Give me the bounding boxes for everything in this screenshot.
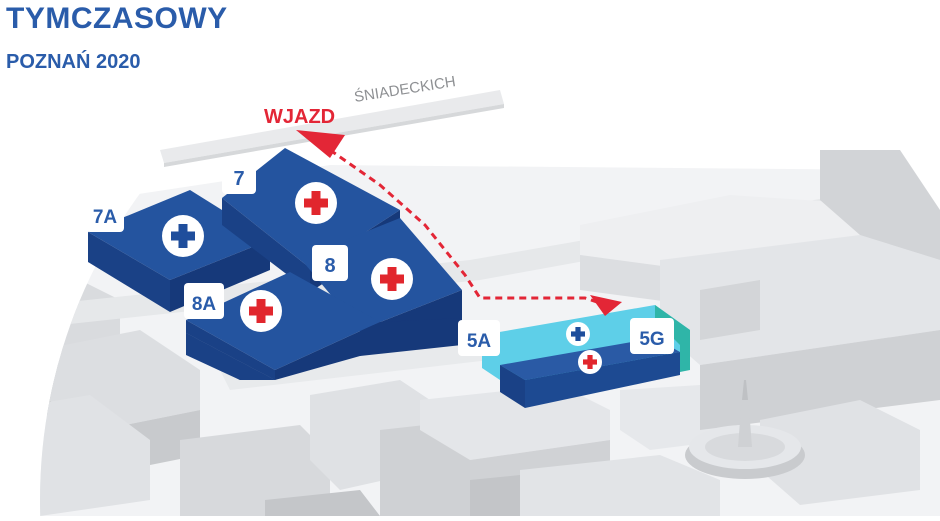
- red-cross-icon: [295, 182, 337, 224]
- page-subtitle: POZNAŃ 2020: [6, 51, 141, 73]
- label-7a: 7A: [86, 197, 124, 232]
- entrance-arrow: [296, 130, 345, 158]
- route-end-arrow: [590, 295, 622, 316]
- entrance-label: WJAZD: [264, 106, 335, 128]
- label-7: 7: [222, 158, 256, 194]
- svg-text:7A: 7A: [93, 207, 118, 228]
- red-cross-icon: [578, 350, 602, 374]
- street-sniadeckich: [160, 90, 504, 163]
- pavilion-8a[interactable]: [186, 272, 462, 380]
- red-cross-icon: [240, 290, 282, 332]
- blue-cross-icon: [566, 322, 590, 346]
- page-title: TYMCZASOWY: [6, 2, 228, 35]
- label-5g: 5G: [630, 318, 674, 354]
- entrance-route: [329, 148, 601, 305]
- red-cross-icon: [371, 258, 413, 300]
- blue-cross-icon: [162, 215, 204, 257]
- label-8a: 8A: [184, 283, 224, 319]
- svg-text:7: 7: [233, 168, 244, 190]
- svg-text:8A: 8A: [192, 294, 217, 315]
- svg-text:5A: 5A: [467, 331, 492, 352]
- svg-text:8: 8: [324, 255, 335, 277]
- label-5a: 5A: [458, 320, 500, 356]
- label-8: 8: [312, 245, 348, 281]
- svg-text:5G: 5G: [639, 329, 664, 350]
